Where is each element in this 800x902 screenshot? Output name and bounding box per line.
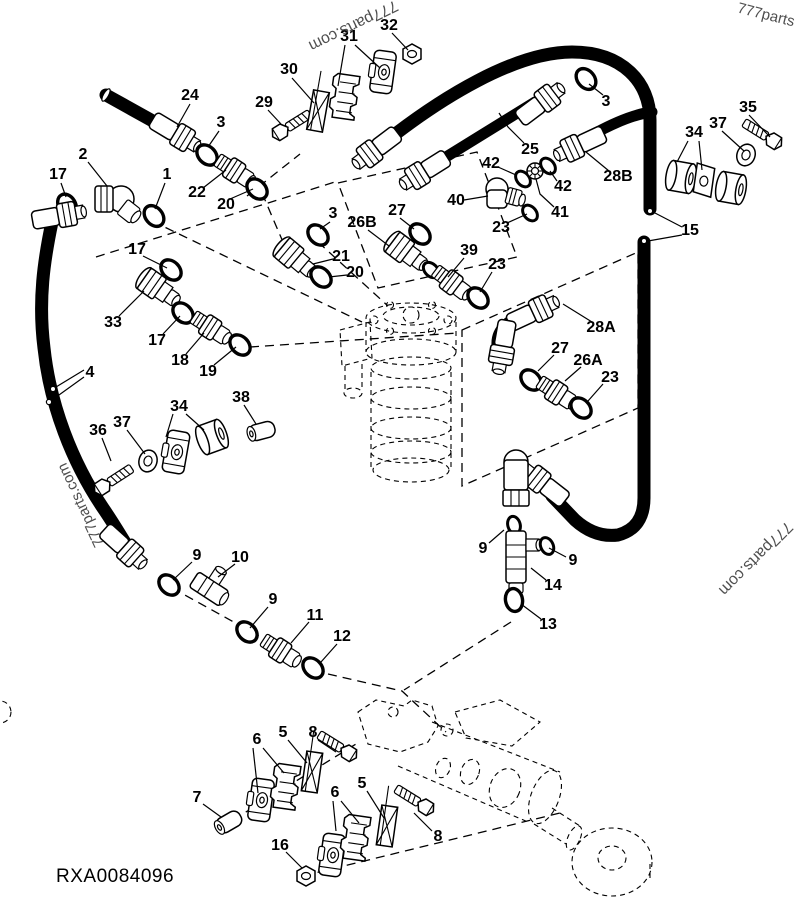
- part-label: 32: [380, 17, 398, 34]
- part-label: 27: [551, 340, 569, 357]
- part-label: 3: [601, 93, 611, 110]
- part-label: 42: [482, 155, 500, 172]
- part-label: 9: [268, 591, 278, 608]
- part-label: 36: [89, 422, 107, 439]
- part-label: 5: [357, 775, 367, 792]
- part-label: 22: [188, 184, 206, 201]
- part-label: 23: [492, 219, 510, 236]
- part-label: 8: [308, 724, 318, 741]
- elbow-fitting-9: [502, 449, 530, 507]
- part-label: 9: [192, 547, 202, 564]
- part-label: 9: [568, 552, 578, 569]
- part-label: 10: [231, 549, 249, 566]
- part-label: 14: [544, 577, 562, 594]
- tee-fitting-10: [189, 565, 230, 606]
- part-label: 12: [333, 628, 351, 645]
- part-label: 13: [539, 616, 557, 633]
- part-label: 20: [217, 196, 235, 213]
- part-label: 4: [85, 364, 95, 381]
- part-label: 26B: [347, 214, 377, 231]
- part-label: 28B: [603, 168, 633, 185]
- part-label: 3: [216, 114, 226, 131]
- part-label: 39: [460, 242, 478, 259]
- part-label: 25: [521, 141, 539, 158]
- part-label: 35: [739, 99, 757, 116]
- hose-24: [99, 88, 167, 132]
- part-label: 27: [388, 202, 406, 219]
- part-label: 34: [170, 398, 188, 415]
- part-label: 7: [192, 789, 202, 806]
- leader-lines: [51, 32, 771, 869]
- part-label: 1: [162, 166, 172, 183]
- part-label: 31: [340, 28, 358, 45]
- part-label: 40: [447, 192, 465, 209]
- fittings: [29, 43, 786, 887]
- part-label: 17: [148, 332, 166, 349]
- part-label: 34: [685, 124, 703, 141]
- part-label: 41: [551, 204, 569, 221]
- part-label: 21: [332, 248, 350, 265]
- part-label: 5: [278, 724, 288, 741]
- cylinder-phantom: [0, 699, 653, 897]
- part-label: 37: [709, 115, 727, 132]
- drawing-number: RXA0084096: [56, 866, 175, 887]
- part-label: 2: [78, 146, 88, 163]
- hose-15-upper: [373, 45, 657, 216]
- part-label: 17: [128, 241, 146, 258]
- part-label: 16: [271, 837, 289, 854]
- part-label: 23: [488, 256, 506, 273]
- part-label: 30: [280, 61, 298, 78]
- part-label: 3: [328, 205, 338, 222]
- part-label: 11: [306, 607, 324, 624]
- hose-4: [35, 215, 136, 556]
- tee-fitting-14: [505, 530, 543, 594]
- part-label: 23: [601, 369, 619, 386]
- elbow-fitting-2: [94, 185, 142, 224]
- part-label: 9: [478, 540, 488, 557]
- part-label: 42: [554, 178, 572, 195]
- part-label: 18: [171, 352, 189, 369]
- hoses: [35, 45, 658, 556]
- part-label: 17: [49, 166, 67, 183]
- part-label: 15: [681, 222, 699, 239]
- part-label: 19: [199, 363, 217, 380]
- part-label: 20: [346, 264, 364, 281]
- part-label: 6: [330, 784, 340, 801]
- hose-15-lower: [545, 235, 651, 542]
- part-label: 24: [181, 87, 199, 104]
- part-label: 37: [113, 414, 131, 431]
- accumulator-phantom: [339, 300, 457, 483]
- part-label: 28A: [586, 319, 616, 336]
- part-label: 38: [232, 389, 250, 406]
- part-label: 26A: [573, 352, 603, 369]
- part-label: 29: [255, 94, 273, 111]
- elbow-fitting-40: [485, 177, 526, 209]
- part-label: 33: [104, 314, 122, 331]
- part-label: 6: [252, 731, 262, 748]
- part-label: 8: [433, 828, 443, 845]
